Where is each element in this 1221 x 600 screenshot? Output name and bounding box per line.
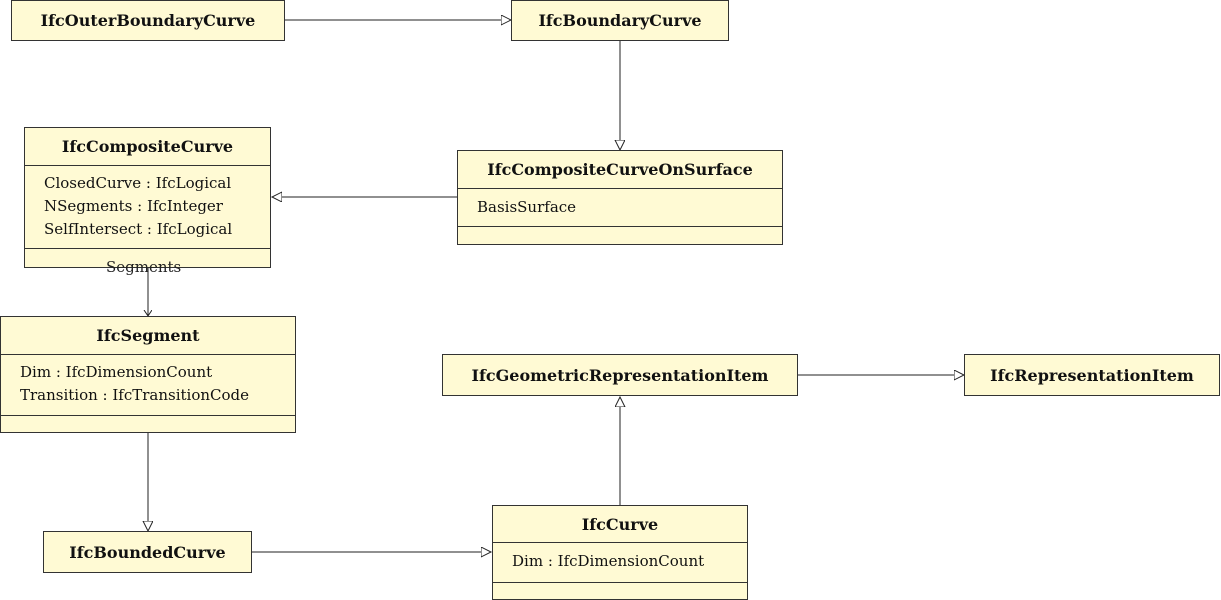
attribute-compartment: Dim : IfcDimensionCount Transition : Ifc… — [1, 354, 295, 415]
operation-compartment — [1, 415, 295, 432]
class-name: IfcCurve — [581, 514, 659, 534]
class-ifc-segment[interactable]: IfcSegment Dim : IfcDimensionCount Trans… — [0, 316, 296, 433]
operation-compartment — [25, 248, 270, 267]
operation-compartment — [458, 226, 782, 244]
class-ifc-boundary-curve[interactable]: IfcBoundaryCurve — [511, 0, 729, 41]
attribute-compartment: ClosedCurve : IfcLogical NSegments : Ifc… — [25, 165, 270, 248]
attribute-self-intersect: SelfIntersect : IfcLogical — [44, 220, 233, 238]
attribute-nsegments: NSegments : IfcInteger — [44, 197, 223, 215]
attribute-compartment: Dim : IfcDimensionCount — [493, 542, 747, 582]
class-name: IfcBoundedCurve — [69, 542, 226, 562]
class-name: IfcOuterBoundaryCurve — [40, 11, 256, 30]
class-name: IfcCompositeCurveOnSurface — [487, 160, 753, 179]
class-name: IfcRepresentationItem — [990, 365, 1194, 385]
class-ifc-composite-curve-on-surface[interactable]: IfcCompositeCurveOnSurface BasisSurface — [457, 150, 783, 245]
class-name: IfcGeometricRepresentationItem — [471, 365, 769, 385]
operation-compartment — [493, 582, 747, 599]
attribute-compartment: BasisSurface — [458, 188, 782, 226]
class-ifc-representation-item[interactable]: IfcRepresentationItem — [964, 354, 1220, 396]
attribute-dim: Dim : IfcDimensionCount — [20, 363, 213, 381]
class-ifc-geometric-representation-item[interactable]: IfcGeometricRepresentationItem — [442, 354, 798, 396]
class-name: IfcSegment — [96, 326, 200, 345]
class-ifc-composite-curve[interactable]: IfcCompositeCurve ClosedCurve : IfcLogic… — [24, 127, 271, 268]
association-label-segments: Segments — [106, 258, 182, 276]
attribute-closed-curve: ClosedCurve : IfcLogical — [44, 174, 232, 192]
class-name: IfcCompositeCurve — [61, 137, 234, 156]
attribute-basis-surface: BasisSurface — [477, 198, 577, 216]
class-ifc-outer-boundary-curve[interactable]: IfcOuterBoundaryCurve — [11, 0, 285, 41]
attribute-dim: Dim : IfcDimensionCount — [512, 552, 705, 570]
class-ifc-curve[interactable]: IfcCurve Dim : IfcDimensionCount — [492, 505, 748, 600]
attribute-transition: Transition : IfcTransitionCode — [20, 386, 250, 404]
class-name: IfcBoundaryCurve — [538, 11, 702, 30]
class-ifc-bounded-curve[interactable]: IfcBoundedCurve — [43, 531, 252, 573]
